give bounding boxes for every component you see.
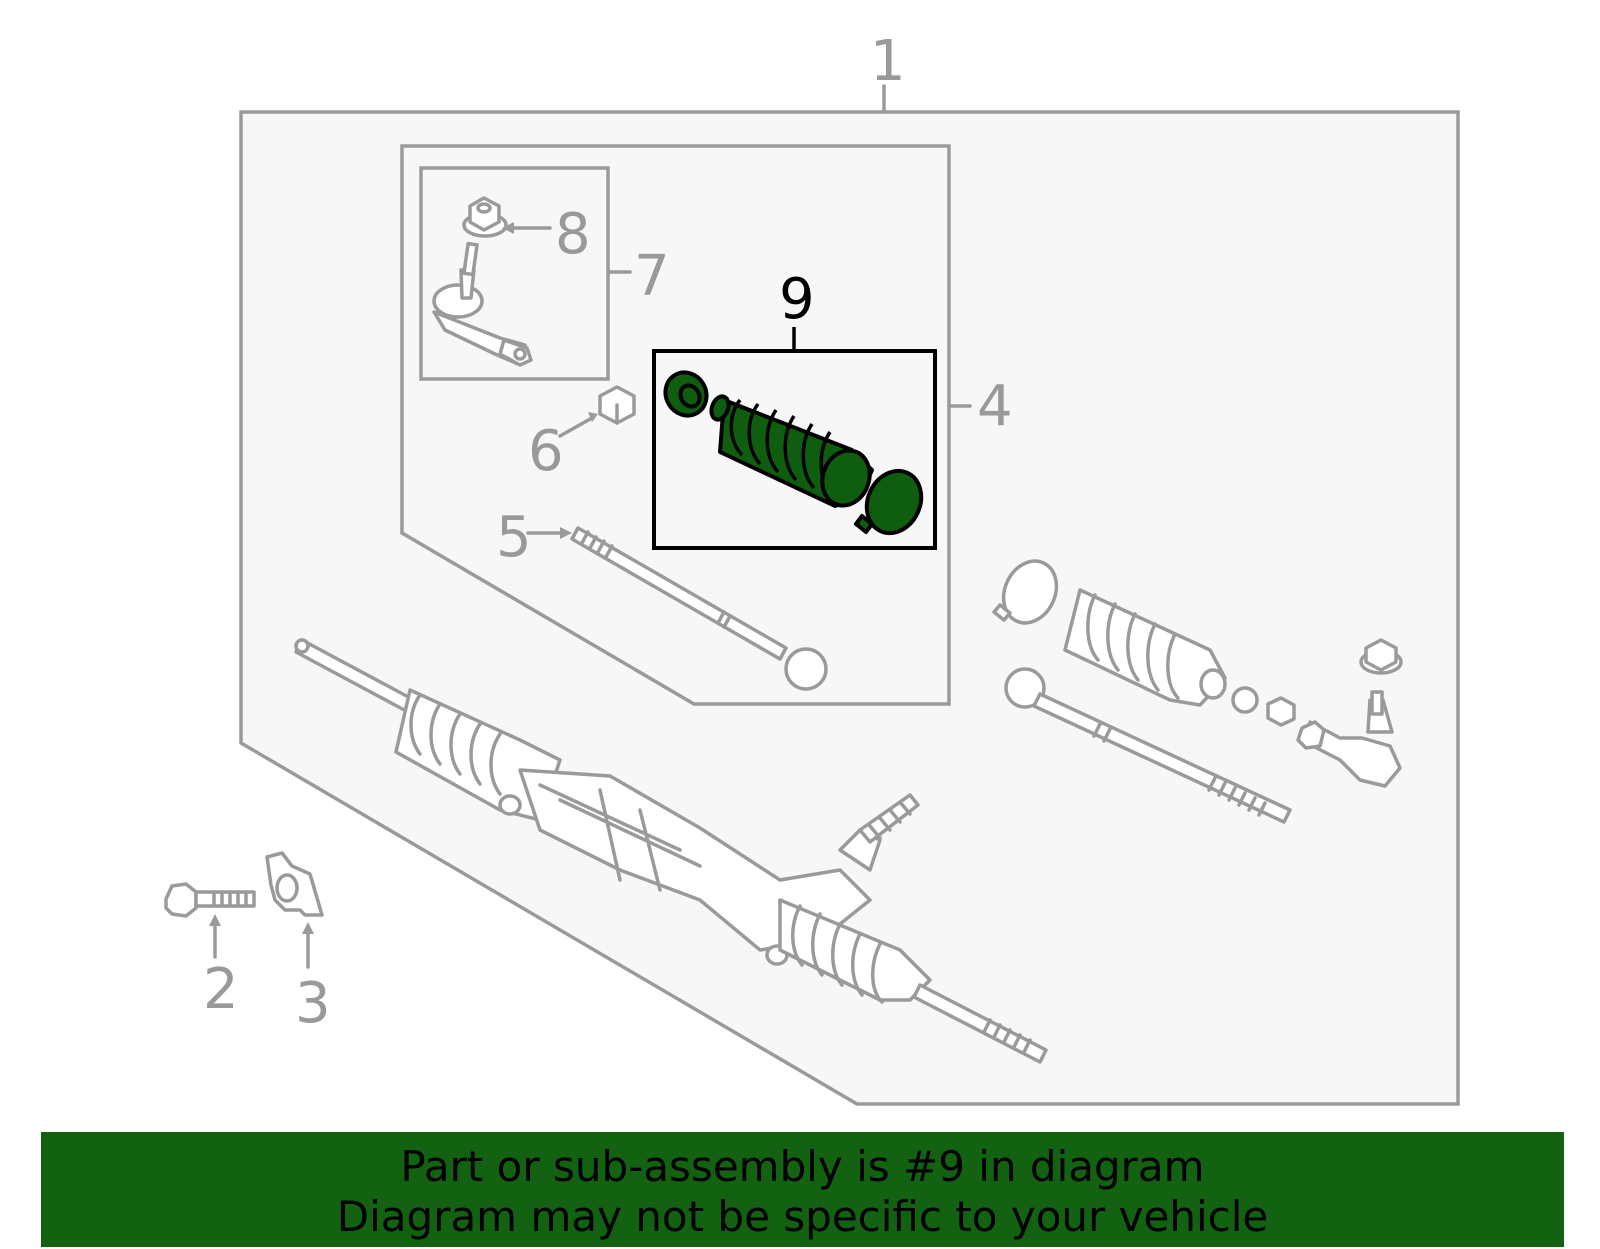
- arrow-8-icon: [502, 222, 514, 234]
- callout-7: 7: [634, 244, 670, 309]
- tie-rod-subassembly-box: [400, 144, 951, 706]
- right-tie-rod-end-part: [1296, 638, 1403, 788]
- banner-line-1: Part or sub-assembly is #9 in diagram: [400, 1142, 1205, 1191]
- callout-6: 6: [528, 419, 564, 484]
- callout-1: 1: [870, 29, 906, 94]
- notice-banner: Part or sub-assembly is #9 in diagram Di…: [41, 1132, 1564, 1247]
- callout-8: 8: [555, 202, 591, 267]
- steering-rack-part: [294, 638, 1048, 1064]
- tie-rod-end-part: [432, 241, 533, 367]
- banner-line-2: Diagram may not be specific to your vehi…: [336, 1192, 1269, 1241]
- callout-5: 5: [496, 505, 532, 570]
- boot-kit-part[interactable]: [658, 365, 931, 542]
- arrow-5-icon: [560, 527, 572, 539]
- callout-4: 4: [977, 374, 1013, 439]
- callout-2: 2: [203, 957, 239, 1022]
- arrow-6-icon: [588, 412, 598, 422]
- right-boot-part: [992, 559, 1296, 727]
- callout-3: 3: [295, 971, 331, 1036]
- inner-tie-rod-part: [570, 526, 828, 691]
- arrow-3-icon: [302, 922, 314, 934]
- nut-8-part: [462, 196, 508, 238]
- leader-6: [558, 416, 594, 438]
- nut-6-part: [598, 385, 636, 425]
- right-tie-rod-part: [1004, 667, 1292, 824]
- arrow-2-icon: [209, 914, 221, 926]
- callout-9: 9: [779, 267, 815, 332]
- bracket-3-part: [265, 851, 324, 917]
- assembly-panel: [239, 110, 1460, 1106]
- bolt-2-part: [164, 882, 256, 918]
